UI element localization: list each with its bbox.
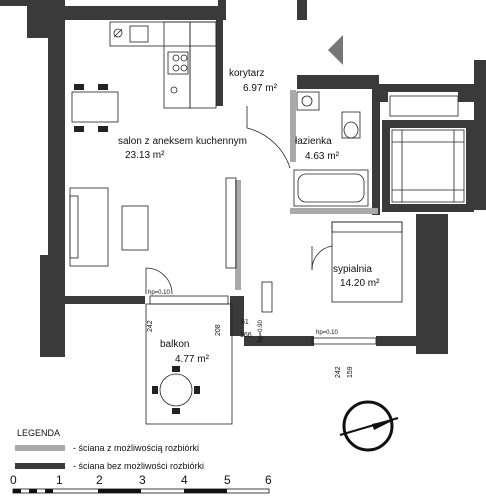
salon-area: 23.13 m² <box>125 150 165 161</box>
dim-166: 166 <box>240 332 252 339</box>
legend-swatch-removable <box>15 445 65 451</box>
wardrobe <box>261 281 273 313</box>
shaft <box>389 95 465 203</box>
dim-hp-right: hp=0.10 <box>316 330 339 336</box>
sypialnia-area: 14.20 m² <box>340 278 380 289</box>
dimension-labels: hp=0.10 hp=0.10 242 208 61 166 hp=0.90 2… <box>147 290 354 378</box>
balcony <box>145 295 377 425</box>
dim-hp-090: hp=0.90 <box>258 319 264 342</box>
sypialnia-name: sypialnia <box>333 264 372 275</box>
balkon-area: 4.77 m² <box>175 354 210 365</box>
scale-bar: 0 1 2 3 4 5 6 <box>10 473 272 494</box>
salon-name: salon z aneksem kuchennym <box>118 136 247 147</box>
removable-walls <box>235 90 316 290</box>
legend-removable: - ściana z możliwością rozbiórki <box>73 443 199 453</box>
kitchen-unit <box>109 21 217 109</box>
lazienka-area: 4.63 m² <box>305 151 340 162</box>
dim-242-right: 242 <box>335 366 342 378</box>
dim-208: 208 <box>215 324 222 336</box>
dim-242-left: 242 <box>147 320 154 332</box>
dim-159: 159 <box>347 366 354 378</box>
door-swings <box>145 106 333 295</box>
korytarz-name: korytarz <box>229 68 265 79</box>
scale-tick-6: 6 <box>265 473 272 487</box>
entrance-arrow-icon <box>328 35 343 65</box>
scale-tick-2: 2 <box>96 473 103 487</box>
scale-tick-5: 5 <box>224 473 231 487</box>
tv-cabinet <box>225 177 237 269</box>
legend-title: LEGENDA <box>17 428 60 438</box>
lazienka-name: łazienka <box>295 136 332 147</box>
scale-tick-1: 1 <box>56 473 63 487</box>
korytarz-area: 6.97 m² <box>243 83 278 94</box>
dim-61: 61 <box>241 319 249 326</box>
sofa <box>69 187 149 267</box>
bed <box>331 221 403 303</box>
scale-tick-4: 4 <box>181 473 188 487</box>
legend-fixed: - ściana bez możliwości rozbiórki <box>73 461 204 471</box>
bathroom-fixtures <box>293 91 369 207</box>
compass-icon <box>339 400 399 452</box>
legend: LEGENDA - ściana z możliwością rozbiórki… <box>15 428 204 471</box>
scale-tick-3: 3 <box>139 473 146 487</box>
scale-tick-0: 0 <box>10 473 17 487</box>
balkon-name: balkon <box>160 339 189 350</box>
dim-hp-left: hp=0.10 <box>148 290 171 296</box>
dining-table <box>71 84 119 132</box>
room-labels: korytarz 6.97 m² salon z aneksem kuchenn… <box>118 68 380 365</box>
structural-walls <box>0 0 486 357</box>
legend-swatch-fixed <box>15 463 65 469</box>
